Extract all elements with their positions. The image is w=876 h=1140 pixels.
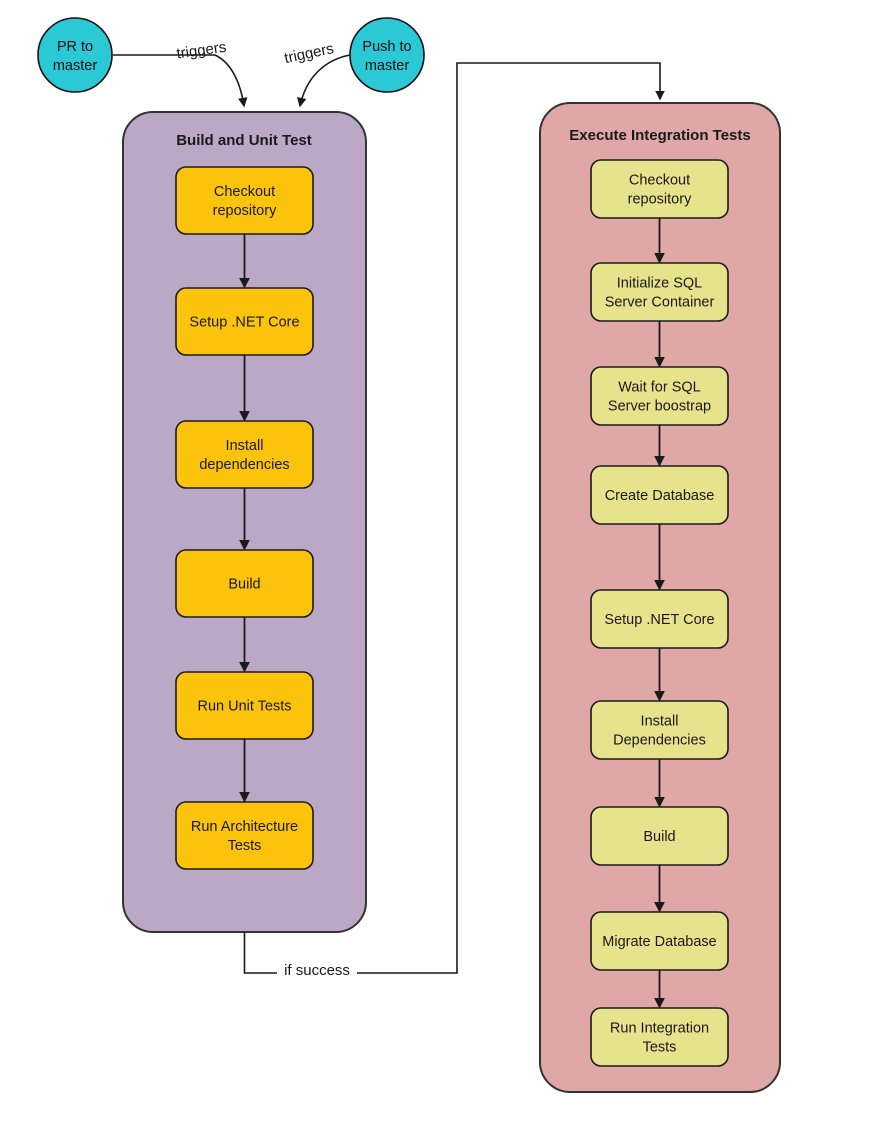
node-execute-integration-tests-setup-dotnet-core[interactable]: Setup .NET Core: [590, 589, 729, 649]
node-label-line: Run Integration: [610, 1021, 709, 1037]
node-label-line: Run Unit Tests: [197, 699, 291, 715]
lane-title: Build and Unit Test: [176, 132, 312, 149]
node-execute-integration-tests-wait-for-sql-server-boostrap[interactable]: Wait for SQL Server boostrap: [590, 366, 729, 426]
node-label: Create Database: [605, 488, 715, 504]
node-shape[interactable]: [590, 366, 729, 426]
node-label-line: Build: [643, 829, 675, 845]
node-label-line: Checkout: [629, 173, 690, 189]
node-build-and-unit-test-setup-dotnet-core[interactable]: Setup .NET Core: [175, 287, 314, 356]
node-shape[interactable]: [590, 159, 729, 219]
node-label-line: Dependencies: [613, 733, 706, 749]
node-build-and-unit-test-checkout-repository[interactable]: Checkout repository: [175, 166, 314, 235]
node-label: Install dependencies: [199, 438, 289, 473]
node-shape[interactable]: [175, 420, 314, 489]
node-label: Build: [643, 829, 675, 845]
node-shape[interactable]: [590, 1007, 729, 1067]
node-label-line: repository: [213, 203, 277, 219]
trigger-label: Push to master: [362, 39, 411, 74]
node-shape[interactable]: [175, 287, 314, 356]
node-build-and-unit-test-build[interactable]: Build: [175, 549, 314, 618]
node-label-line: dependencies: [199, 457, 289, 473]
connector-label-backdrop: [277, 960, 357, 980]
edges-layer: [113, 54, 665, 1009]
node-execute-integration-tests-create-database[interactable]: Create Database: [590, 465, 729, 525]
node-label: Setup .NET Core: [604, 612, 714, 628]
node-label-line: Wait for SQL: [618, 380, 700, 396]
node-shape[interactable]: [590, 465, 729, 525]
node-shape[interactable]: [175, 671, 314, 740]
trigger-label-line1: PR to: [57, 39, 93, 55]
node-shape[interactable]: [175, 801, 314, 870]
triggers-layer: PR to master Push to master: [37, 17, 425, 93]
node-execute-integration-tests-build[interactable]: Build: [590, 806, 729, 866]
node-execute-integration-tests-checkout-repository[interactable]: Checkout repository: [590, 159, 729, 219]
trigger-label-line2: master: [365, 58, 409, 74]
node-label: Checkout repository: [628, 173, 692, 208]
trigger-label-line1: Push to: [362, 39, 411, 55]
connector-label-if-success: if success: [284, 962, 350, 979]
node-label-line: Run Architecture: [191, 819, 298, 835]
edge-push-to-build-lane: [297, 54, 351, 108]
edge-pr-to-build-lane: [113, 54, 248, 108]
node-label-line: Server Container: [605, 295, 715, 311]
node-shape[interactable]: [590, 700, 729, 760]
node-label: Migrate Database: [602, 934, 716, 950]
node-label: Setup .NET Core: [189, 315, 299, 331]
node-shape[interactable]: [590, 589, 729, 649]
node-label: Initialize SQL Server Container: [605, 276, 715, 311]
node-label-line: repository: [628, 192, 692, 208]
trigger-label-line2: master: [53, 58, 97, 74]
node-execute-integration-tests-migrate-database[interactable]: Migrate Database: [590, 911, 729, 971]
node-shape[interactable]: [590, 806, 729, 866]
edge-if-success-build-to-integration: [243, 62, 665, 974]
edge-label-pr-triggers: triggers: [175, 39, 227, 63]
node-label: Run Unit Tests: [197, 699, 291, 715]
node-label-line: Install: [641, 714, 679, 730]
node-shape[interactable]: [175, 549, 314, 618]
trigger-push-to-master[interactable]: Push to master: [349, 17, 425, 93]
trigger-circle-shape[interactable]: [349, 17, 425, 93]
node-shape[interactable]: [590, 262, 729, 322]
node-label-line: Create Database: [605, 488, 715, 504]
node-label-line: Migrate Database: [602, 934, 716, 950]
trigger-label: PR to master: [53, 39, 97, 74]
node-label-line: Setup .NET Core: [189, 315, 299, 331]
trigger-pr-to-master[interactable]: PR to master: [37, 17, 113, 93]
node-label-line: Tests: [643, 1040, 677, 1056]
node-label: Build: [228, 577, 260, 593]
node-label-line: Checkout: [214, 184, 275, 200]
trigger-circle-shape[interactable]: [37, 17, 113, 93]
node-shape[interactable]: [175, 166, 314, 235]
node-execute-integration-tests-initialize-sql-server-container[interactable]: Initialize SQL Server Container: [590, 262, 729, 322]
node-label-line: Build: [228, 577, 260, 593]
node-shape[interactable]: [590, 911, 729, 971]
node-build-and-unit-test-run-unit-tests[interactable]: Run Unit Tests: [175, 671, 314, 740]
node-label-line: Setup .NET Core: [604, 612, 714, 628]
node-label-line: Tests: [228, 838, 262, 854]
lane-title: Execute Integration Tests: [569, 127, 750, 144]
node-build-and-unit-test-install-dependencies[interactable]: Install dependencies: [175, 420, 314, 489]
node-label-line: Install: [226, 438, 264, 454]
node-label-line: Server boostrap: [608, 399, 711, 415]
node-label: Wait for SQL Server boostrap: [608, 380, 711, 415]
node-label-line: Initialize SQL: [617, 276, 702, 292]
node-label: Checkout repository: [213, 184, 277, 219]
